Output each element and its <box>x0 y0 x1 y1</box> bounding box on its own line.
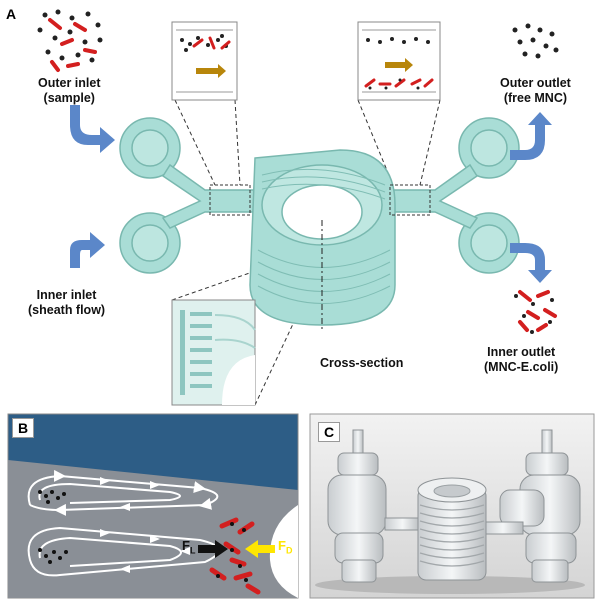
mnc-ecoli-particles <box>514 290 557 334</box>
inset-mixed-flow <box>171 21 238 101</box>
outer-outlet-arrow <box>510 112 552 160</box>
outer-inlet-label: Outer inlet (sample) <box>38 76 101 105</box>
inner-outlet-label: Inner outlet (MNC-E.coli) <box>484 345 559 374</box>
inner-inlet-arrow <box>60 232 105 268</box>
left-ports <box>327 429 387 583</box>
outer-outlet-label: Outer outlet (free MNC) <box>500 76 571 105</box>
spiral-rings <box>257 168 391 304</box>
right-connector <box>482 521 524 535</box>
lift-force-symbol: F <box>182 538 190 553</box>
sample-particles <box>37 9 103 72</box>
right-channel-box <box>389 184 431 216</box>
right-ports <box>499 429 581 583</box>
drag-force-label: FD <box>278 538 292 556</box>
panel-a-letter: A <box>6 6 17 22</box>
inset-cross-section <box>171 299 256 406</box>
inner-inlet-label: Inner inlet (sheath flow) <box>28 288 106 317</box>
spiral-cylinder <box>417 477 487 581</box>
device-schematic <box>37 9 559 406</box>
drag-force-arrow <box>245 540 275 558</box>
panel-b-letter: B <box>12 418 35 438</box>
cross-section-label: Cross-section <box>320 356 404 370</box>
inset-separated-flow <box>357 21 441 101</box>
lift-force-subscript: L <box>189 545 196 556</box>
bacteria-clusters <box>209 517 261 595</box>
inner-outlet-arrow <box>510 243 552 283</box>
drag-force-symbol: F <box>278 538 286 553</box>
free-mnc-particles <box>512 23 559 59</box>
mnc-dots <box>38 490 68 564</box>
left-connector <box>384 517 421 531</box>
vortex-arrowheads <box>100 477 190 573</box>
left-channel-box <box>209 184 251 216</box>
lift-force-label: FL <box>182 538 195 556</box>
drag-force-subscript: D <box>285 545 293 556</box>
outer-inlet-arrow <box>70 105 115 153</box>
flow-direction-arrows <box>60 105 552 283</box>
lift-force-arrow <box>198 540 228 558</box>
panel-c-letter: C <box>318 422 341 442</box>
